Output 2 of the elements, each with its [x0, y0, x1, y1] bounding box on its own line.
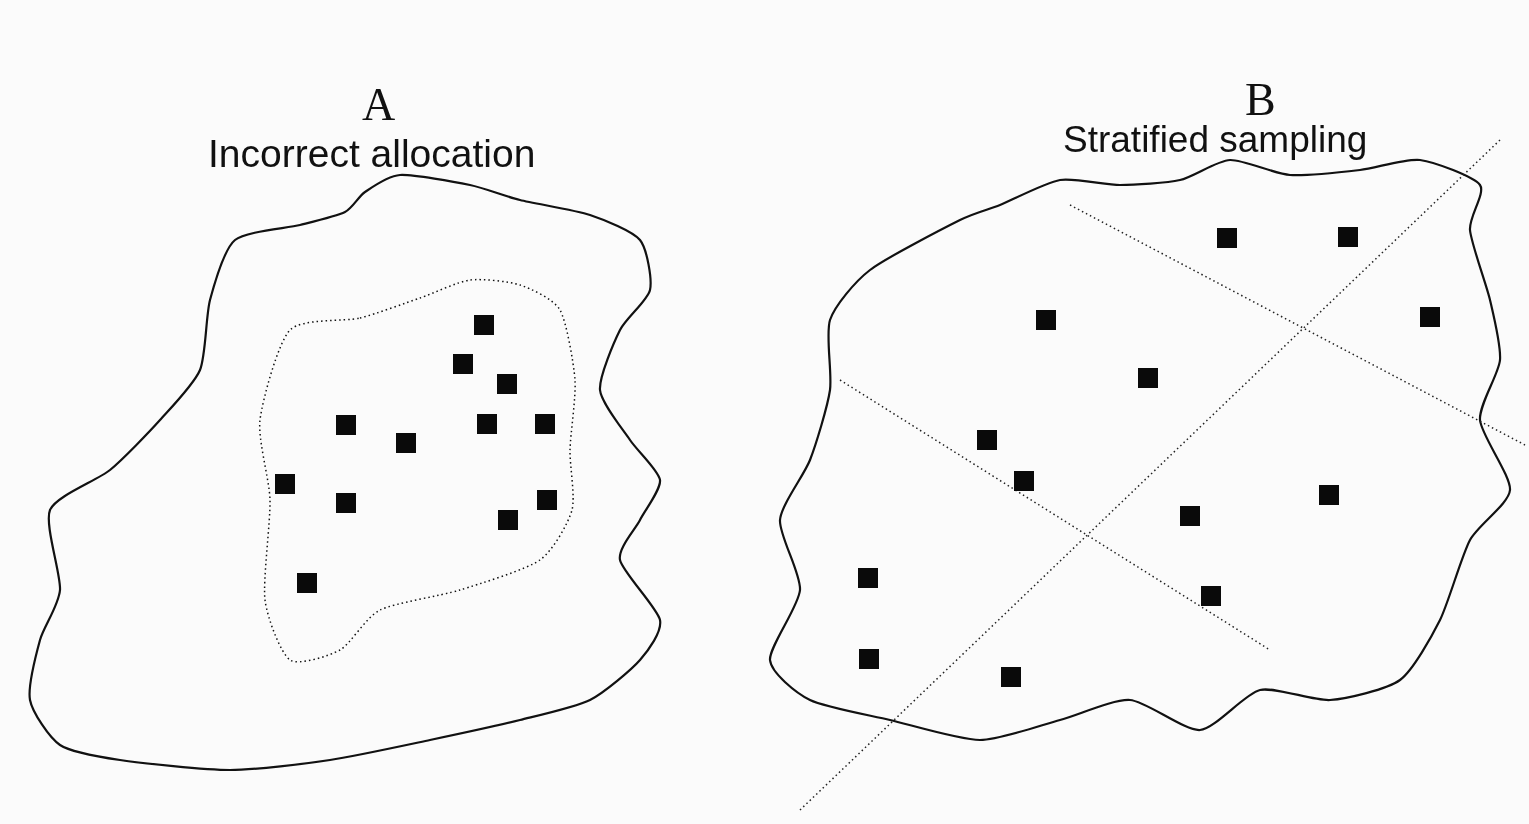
panel-letter: A: [362, 80, 396, 131]
panel-title: Incorrect allocation: [208, 133, 536, 176]
